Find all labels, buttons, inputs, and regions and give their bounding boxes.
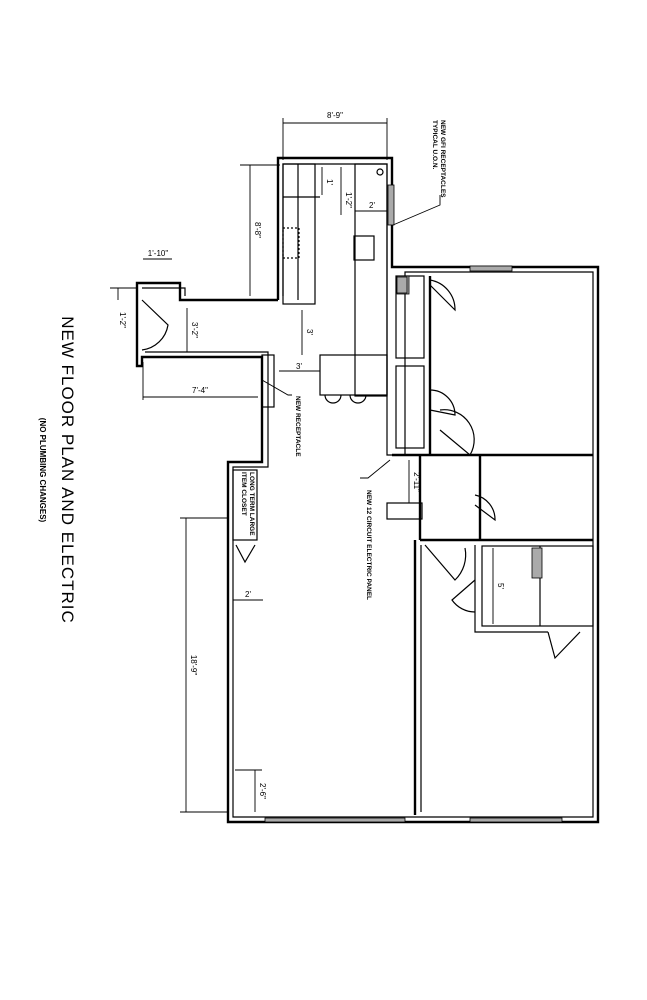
note-new-receptacle: NEW RECEPTACLE	[294, 396, 301, 457]
doors	[141, 279, 581, 660]
dim-hall-width: 3'-2"	[190, 322, 199, 338]
dim-hall-length: 7'-4"	[192, 386, 208, 395]
dim-closet-5: 5'	[496, 583, 505, 589]
dim-kitchen-depth: 8'-8"	[253, 222, 262, 238]
walls	[135, 156, 600, 824]
dim-counter-3: 2'	[369, 201, 375, 210]
dim-room-offset: 2'-6"	[258, 783, 267, 799]
dim-panel-clearance: 2'-11"	[412, 472, 421, 492]
leader-lines	[261, 195, 441, 479]
note-closet-line1: LONG TERM LARGE	[248, 472, 255, 536]
windows	[264, 184, 563, 823]
cooktop-icon	[353, 235, 375, 261]
dim-island-side-gap: 3'	[296, 362, 302, 371]
dim-closet-depth: 2'	[245, 590, 251, 599]
dim-island-gap: 3'	[305, 329, 314, 335]
dim-room-length: 18'-9"	[189, 655, 198, 676]
dimension-lines	[110, 118, 494, 813]
note-gfi-receptacles: NEW GFI RECEPTACLES	[439, 120, 446, 198]
plan-title: NEW FLOOR PLAN AND ELECTRIC	[58, 316, 77, 624]
sink-icon	[376, 168, 384, 176]
dim-entry-offset: 1'-2"	[118, 312, 127, 328]
note-electric-panel: NEW 12 CIRCUIT ELECTRIC PANEL	[365, 490, 372, 600]
dim-kitchen-width: 8'-9"	[327, 111, 343, 120]
plan-subtitle: (NO PLUMBING CHANGES)	[38, 418, 47, 523]
note-closet-line2: ITEM CLOSET	[240, 472, 247, 516]
dim-counter-2: 1'-2"	[344, 192, 353, 208]
dim-counter-1: 1'	[325, 179, 334, 185]
note-gfi-typical: TYPICAL U.O.N.	[431, 120, 438, 170]
dim-entry-width: 1'-10"	[148, 249, 169, 258]
